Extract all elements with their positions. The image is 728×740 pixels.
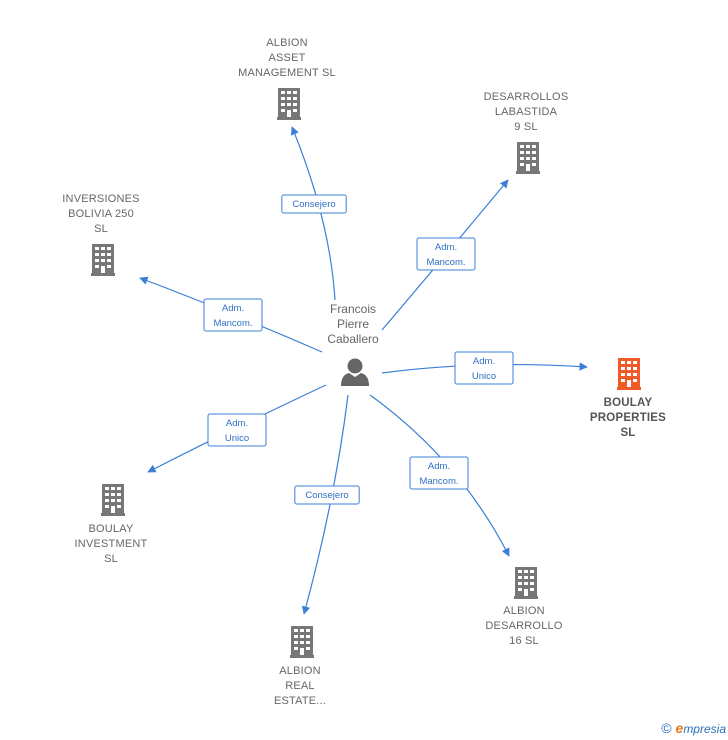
building-icon	[617, 358, 641, 390]
building-icon	[91, 244, 115, 276]
company-label: ALBION	[279, 665, 321, 677]
relation-text: Consejero	[292, 199, 335, 210]
company-node-albion-real-estate[interactable]: ALBION REAL ESTATE...	[274, 626, 326, 707]
company-label: INVESTMENT	[75, 538, 148, 550]
relation-text: Adm.	[226, 418, 248, 429]
relation-text: Unico	[472, 371, 496, 382]
company-label: BOLIVIA 250	[68, 208, 134, 220]
company-label: ALBION	[503, 605, 545, 617]
building-icon	[101, 484, 125, 516]
person-name: Pierre	[337, 317, 369, 331]
relation-label-albion-real-estate[interactable]: Consejero	[294, 485, 360, 505]
company-label: ASSET	[268, 52, 305, 64]
company-label: 16 SL	[509, 635, 539, 647]
relation-label-boulay-properties[interactable]: Adm. Unico	[454, 351, 514, 385]
copyright-icon: ©	[661, 720, 672, 736]
company-node-albion-asset[interactable]: ALBION ASSET MANAGEMENT SL	[238, 37, 336, 120]
company-node-boulay-investment[interactable]: BOULAY INVESTMENT SL	[75, 484, 148, 565]
relation-text: Mancom.	[419, 476, 458, 487]
edge-labels-layer: ConsejeroAdm.Mancom.Adm.Mancom.Adm.Unico…	[203, 194, 514, 505]
company-label: MANAGEMENT SL	[238, 67, 336, 79]
company-label: BOULAY	[88, 523, 133, 535]
nodes-layer: ALBION ASSET MANAGEMENT SL DESARROLLOS LABAS…	[62, 37, 666, 707]
footer-brand[interactable]: © empresia	[661, 720, 726, 736]
person-name: Francois	[330, 302, 376, 316]
company-label: ESTATE...	[274, 695, 326, 707]
edges-layer	[139, 126, 588, 615]
relation-label-inversiones-bolivia[interactable]: Adm. Mancom.	[203, 298, 263, 332]
company-label: SL	[104, 553, 118, 565]
brand-name: mpresia	[683, 722, 726, 736]
relation-box	[416, 237, 476, 271]
relation-box	[207, 413, 267, 447]
relation-text: Adm.	[435, 242, 457, 253]
edge-albion-asset	[290, 126, 336, 301]
brand-initial: e	[675, 720, 684, 736]
relation-text: Mancom.	[213, 318, 252, 329]
company-node-desarrollos-labastida[interactable]: DESARROLLOS LABASTIDA 9 SL	[484, 91, 569, 174]
company-label: PROPERTIES	[590, 412, 666, 424]
relation-text: Adm.	[428, 461, 450, 472]
relation-box	[203, 298, 263, 332]
company-label: SL	[94, 223, 108, 235]
relation-box	[409, 456, 469, 490]
person-icon	[341, 358, 369, 386]
company-label: DESARROLLO	[485, 620, 562, 632]
person-name: Caballero	[327, 332, 379, 346]
company-label: DESARROLLOS	[484, 91, 569, 103]
building-icon	[516, 142, 540, 174]
company-label: SL	[620, 427, 635, 439]
relation-text: Consejero	[305, 490, 348, 501]
relation-text: Adm.	[222, 303, 244, 314]
relation-label-boulay-investment[interactable]: Adm. Unico	[207, 413, 267, 447]
relation-label-desarrollos-labastida[interactable]: Adm. Mancom.	[416, 237, 476, 271]
relation-text: Unico	[225, 433, 249, 444]
company-label: 9 SL	[514, 121, 537, 133]
company-label: BOULAY	[604, 397, 653, 409]
relation-text: Mancom.	[426, 257, 465, 268]
company-label: INVERSIONES	[62, 193, 139, 205]
company-label: LABASTIDA	[495, 106, 558, 118]
relation-label-albion-asset[interactable]: Consejero	[281, 194, 347, 214]
relation-box	[281, 194, 347, 214]
relation-text: Adm.	[473, 356, 495, 367]
relation-box	[294, 485, 360, 505]
company-node-albion-desarrollo[interactable]: ALBION DESARROLLO 16 SL	[485, 567, 563, 647]
company-label: ALBION	[266, 37, 308, 49]
building-icon	[277, 88, 301, 120]
building-icon	[290, 626, 314, 658]
company-label: REAL	[285, 680, 315, 692]
relation-label-albion-desarrollo[interactable]: Adm. Mancom.	[409, 456, 469, 490]
company-node-boulay-properties[interactable]: BOULAY PROPERTIES SL	[590, 358, 666, 439]
building-icon	[514, 567, 538, 599]
relation-box	[454, 351, 514, 385]
